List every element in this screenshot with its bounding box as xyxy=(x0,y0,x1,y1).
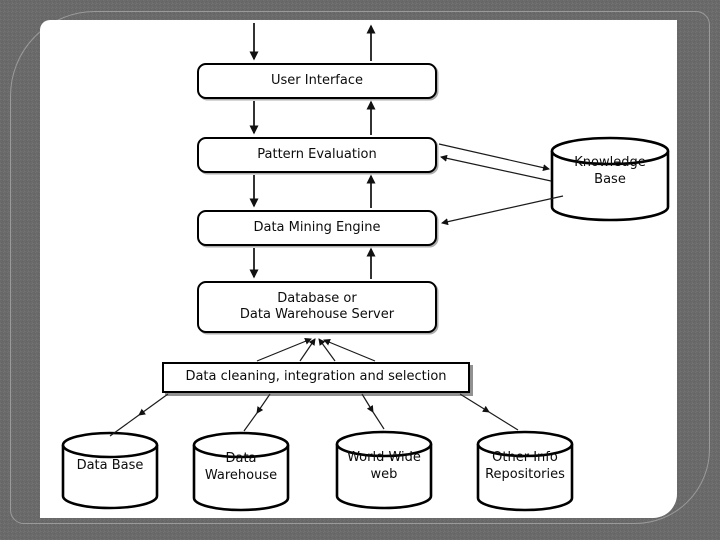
box-data-mining-engine: Data Mining Engine xyxy=(197,210,437,246)
box-pattern-evaluation: Pattern Evaluation xyxy=(197,137,437,173)
box-data-cleaning-label: Data cleaning, integration and selection xyxy=(185,369,447,385)
box-pattern-evaluation-label: Pattern Evaluation xyxy=(257,146,377,162)
box-data-cleaning: Data cleaning, integration and selection xyxy=(162,362,470,393)
label-other-info-repositories: Other Info Repositories xyxy=(485,450,565,482)
label-knowledge-base: Knowledge Base xyxy=(574,155,646,187)
box-data-mining-engine-label: Data Mining Engine xyxy=(253,219,381,235)
label-data-warehouse: Data Warehouse xyxy=(204,451,278,483)
box-database-server: Database or Data Warehouse Server xyxy=(197,281,437,333)
slide-outline xyxy=(10,11,710,524)
box-user-interface: User Interface xyxy=(197,63,437,99)
box-database-server-label: Database or Data Warehouse Server xyxy=(239,290,395,322)
label-world-wide-web: World Wide web xyxy=(347,450,421,482)
box-user-interface-label: User Interface xyxy=(271,72,363,88)
label-data-base: Data Base xyxy=(76,458,144,473)
